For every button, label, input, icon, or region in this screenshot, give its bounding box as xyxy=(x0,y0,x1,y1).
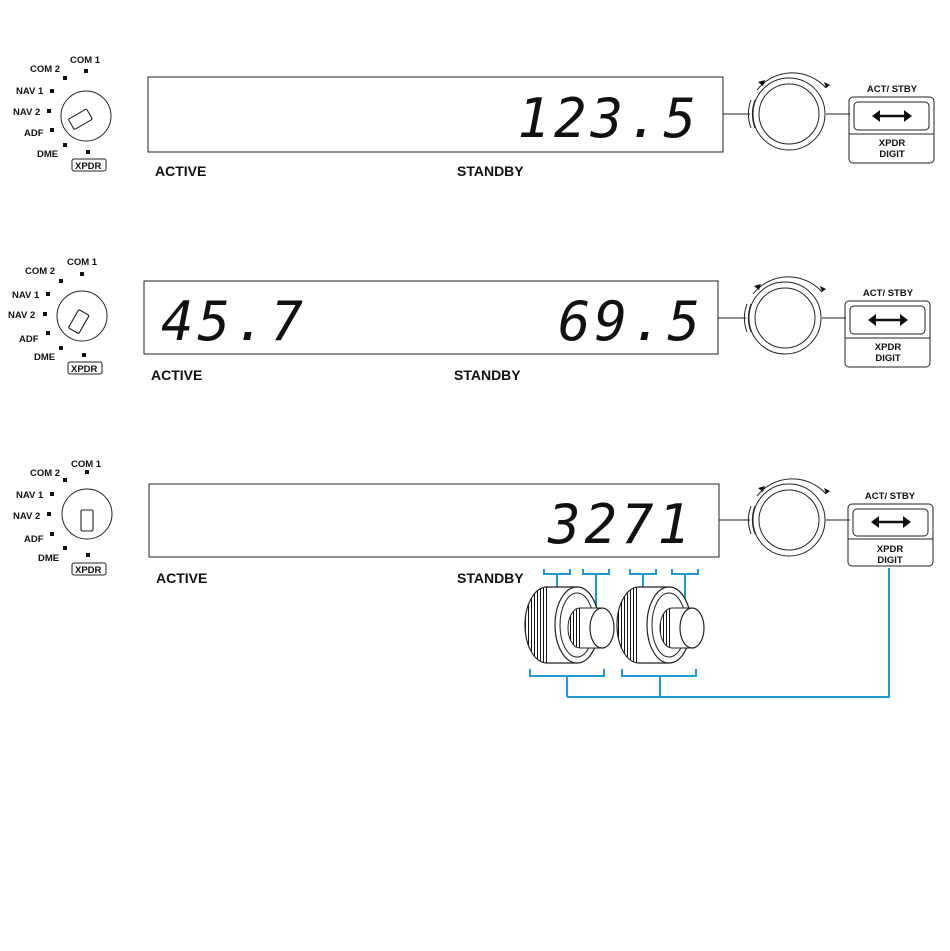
selector-label-xpdr: XPDR xyxy=(75,565,102,576)
panel-3: COM 1 COM 2 NAV 1 NAV 2 ADF DME XPDR 327… xyxy=(13,459,933,697)
act-stby-xpdr-digit-button[interactable]: ACT/ STBY XPDR DIGIT xyxy=(848,491,933,566)
selector-dot xyxy=(63,546,67,550)
act-stby-label: ACT/ STBY xyxy=(865,491,916,502)
act-stby-label: ACT/ STBY xyxy=(867,84,918,95)
selector-dot xyxy=(47,109,51,113)
selector-label-nav1: NAV 1 xyxy=(16,86,44,97)
tuning-knob[interactable] xyxy=(723,73,850,150)
selector-label-com1: COM 1 xyxy=(71,459,102,470)
selector-label-dme: DME xyxy=(38,553,59,564)
selector-dot xyxy=(47,512,51,516)
selector-dot xyxy=(86,553,90,557)
selector-dot xyxy=(46,331,50,335)
selector-dot xyxy=(50,128,54,132)
xpdr-label: XPDR xyxy=(879,138,906,149)
act-stby-xpdr-digit-button[interactable]: ACT/ STBY XPDR DIGIT xyxy=(849,84,934,163)
digit-label: DIGIT xyxy=(877,555,903,566)
selector-label-adf: ADF xyxy=(24,128,44,139)
swap-arrows-icon xyxy=(872,110,912,122)
mode-selector-knob[interactable] xyxy=(61,91,111,141)
selector-label-com1: COM 1 xyxy=(67,257,98,268)
active-label: ACTIVE xyxy=(155,163,206,179)
xpdr-label: XPDR xyxy=(875,342,902,353)
swap-arrows-icon xyxy=(871,516,911,528)
mode-selector-knob[interactable] xyxy=(62,489,112,539)
selector-dot xyxy=(63,143,67,147)
act-stby-label: ACT/ STBY xyxy=(863,288,914,299)
selector-dot xyxy=(50,532,54,536)
selector-dot xyxy=(59,279,63,283)
selector-dot xyxy=(43,312,47,316)
selector-dot xyxy=(84,69,88,73)
active-label: ACTIVE xyxy=(151,367,202,383)
selector-label-com1: COM 1 xyxy=(70,55,101,66)
selector-dot xyxy=(46,292,50,296)
digit-label: DIGIT xyxy=(875,353,901,364)
selector-dot xyxy=(63,76,67,80)
standby-label: STANDBY xyxy=(454,367,521,383)
tuning-knob[interactable] xyxy=(719,479,850,556)
selector-label-nav2: NAV 2 xyxy=(13,107,40,118)
xpdr-label: XPDR xyxy=(877,544,904,555)
concentric-knob-1[interactable] xyxy=(525,587,614,663)
selector-label-dme: DME xyxy=(34,352,55,363)
selector-label-nav2: NAV 2 xyxy=(8,310,35,321)
digit-label: DIGIT xyxy=(879,149,905,160)
panel-2: COM 1 COM 2 NAV 1 NAV 2 ADF DME XPDR 45.… xyxy=(8,257,930,383)
selector-dot xyxy=(86,150,90,154)
panel-1: COM 1 COM 2 NAV 1 NAV 2 ADF DME XPDR 123… xyxy=(13,55,934,179)
selector-label-dme: DME xyxy=(37,149,58,160)
selector-label-xpdr: XPDR xyxy=(75,161,102,172)
selector-dot xyxy=(50,492,54,496)
selector-label-adf: ADF xyxy=(24,534,44,545)
standby-code: 3271 xyxy=(547,493,694,556)
mode-selector-knob[interactable] xyxy=(57,291,107,341)
act-stby-xpdr-digit-button[interactable]: ACT/ STBY XPDR DIGIT xyxy=(845,288,930,367)
active-frequency: 45.7 xyxy=(161,290,307,353)
tuning-knob[interactable] xyxy=(718,277,846,354)
selector-label-adf: ADF xyxy=(19,334,39,345)
selector-dot xyxy=(82,353,86,357)
standby-label: STANDBY xyxy=(457,570,524,586)
standby-frequency: 123.5 xyxy=(517,87,700,150)
selector-dot xyxy=(80,272,84,276)
active-label: ACTIVE xyxy=(156,570,207,586)
selector-label-nav2: NAV 2 xyxy=(13,511,40,522)
concentric-knob-2[interactable] xyxy=(617,587,704,663)
selector-label-nav1: NAV 1 xyxy=(16,490,44,501)
selector-dot xyxy=(85,470,89,474)
standby-label: STANDBY xyxy=(457,163,524,179)
swap-arrows-icon xyxy=(868,314,908,326)
selector-dot xyxy=(59,346,63,350)
selector-dot xyxy=(50,89,54,93)
standby-frequency: 69.5 xyxy=(558,290,704,353)
selector-label-com2: COM 2 xyxy=(30,468,60,479)
selector-dot xyxy=(63,478,67,482)
selector-label-xpdr: XPDR xyxy=(71,364,98,375)
selector-label-com2: COM 2 xyxy=(30,64,60,75)
selector-label-nav1: NAV 1 xyxy=(12,290,40,301)
selector-label-com2: COM 2 xyxy=(25,266,55,277)
